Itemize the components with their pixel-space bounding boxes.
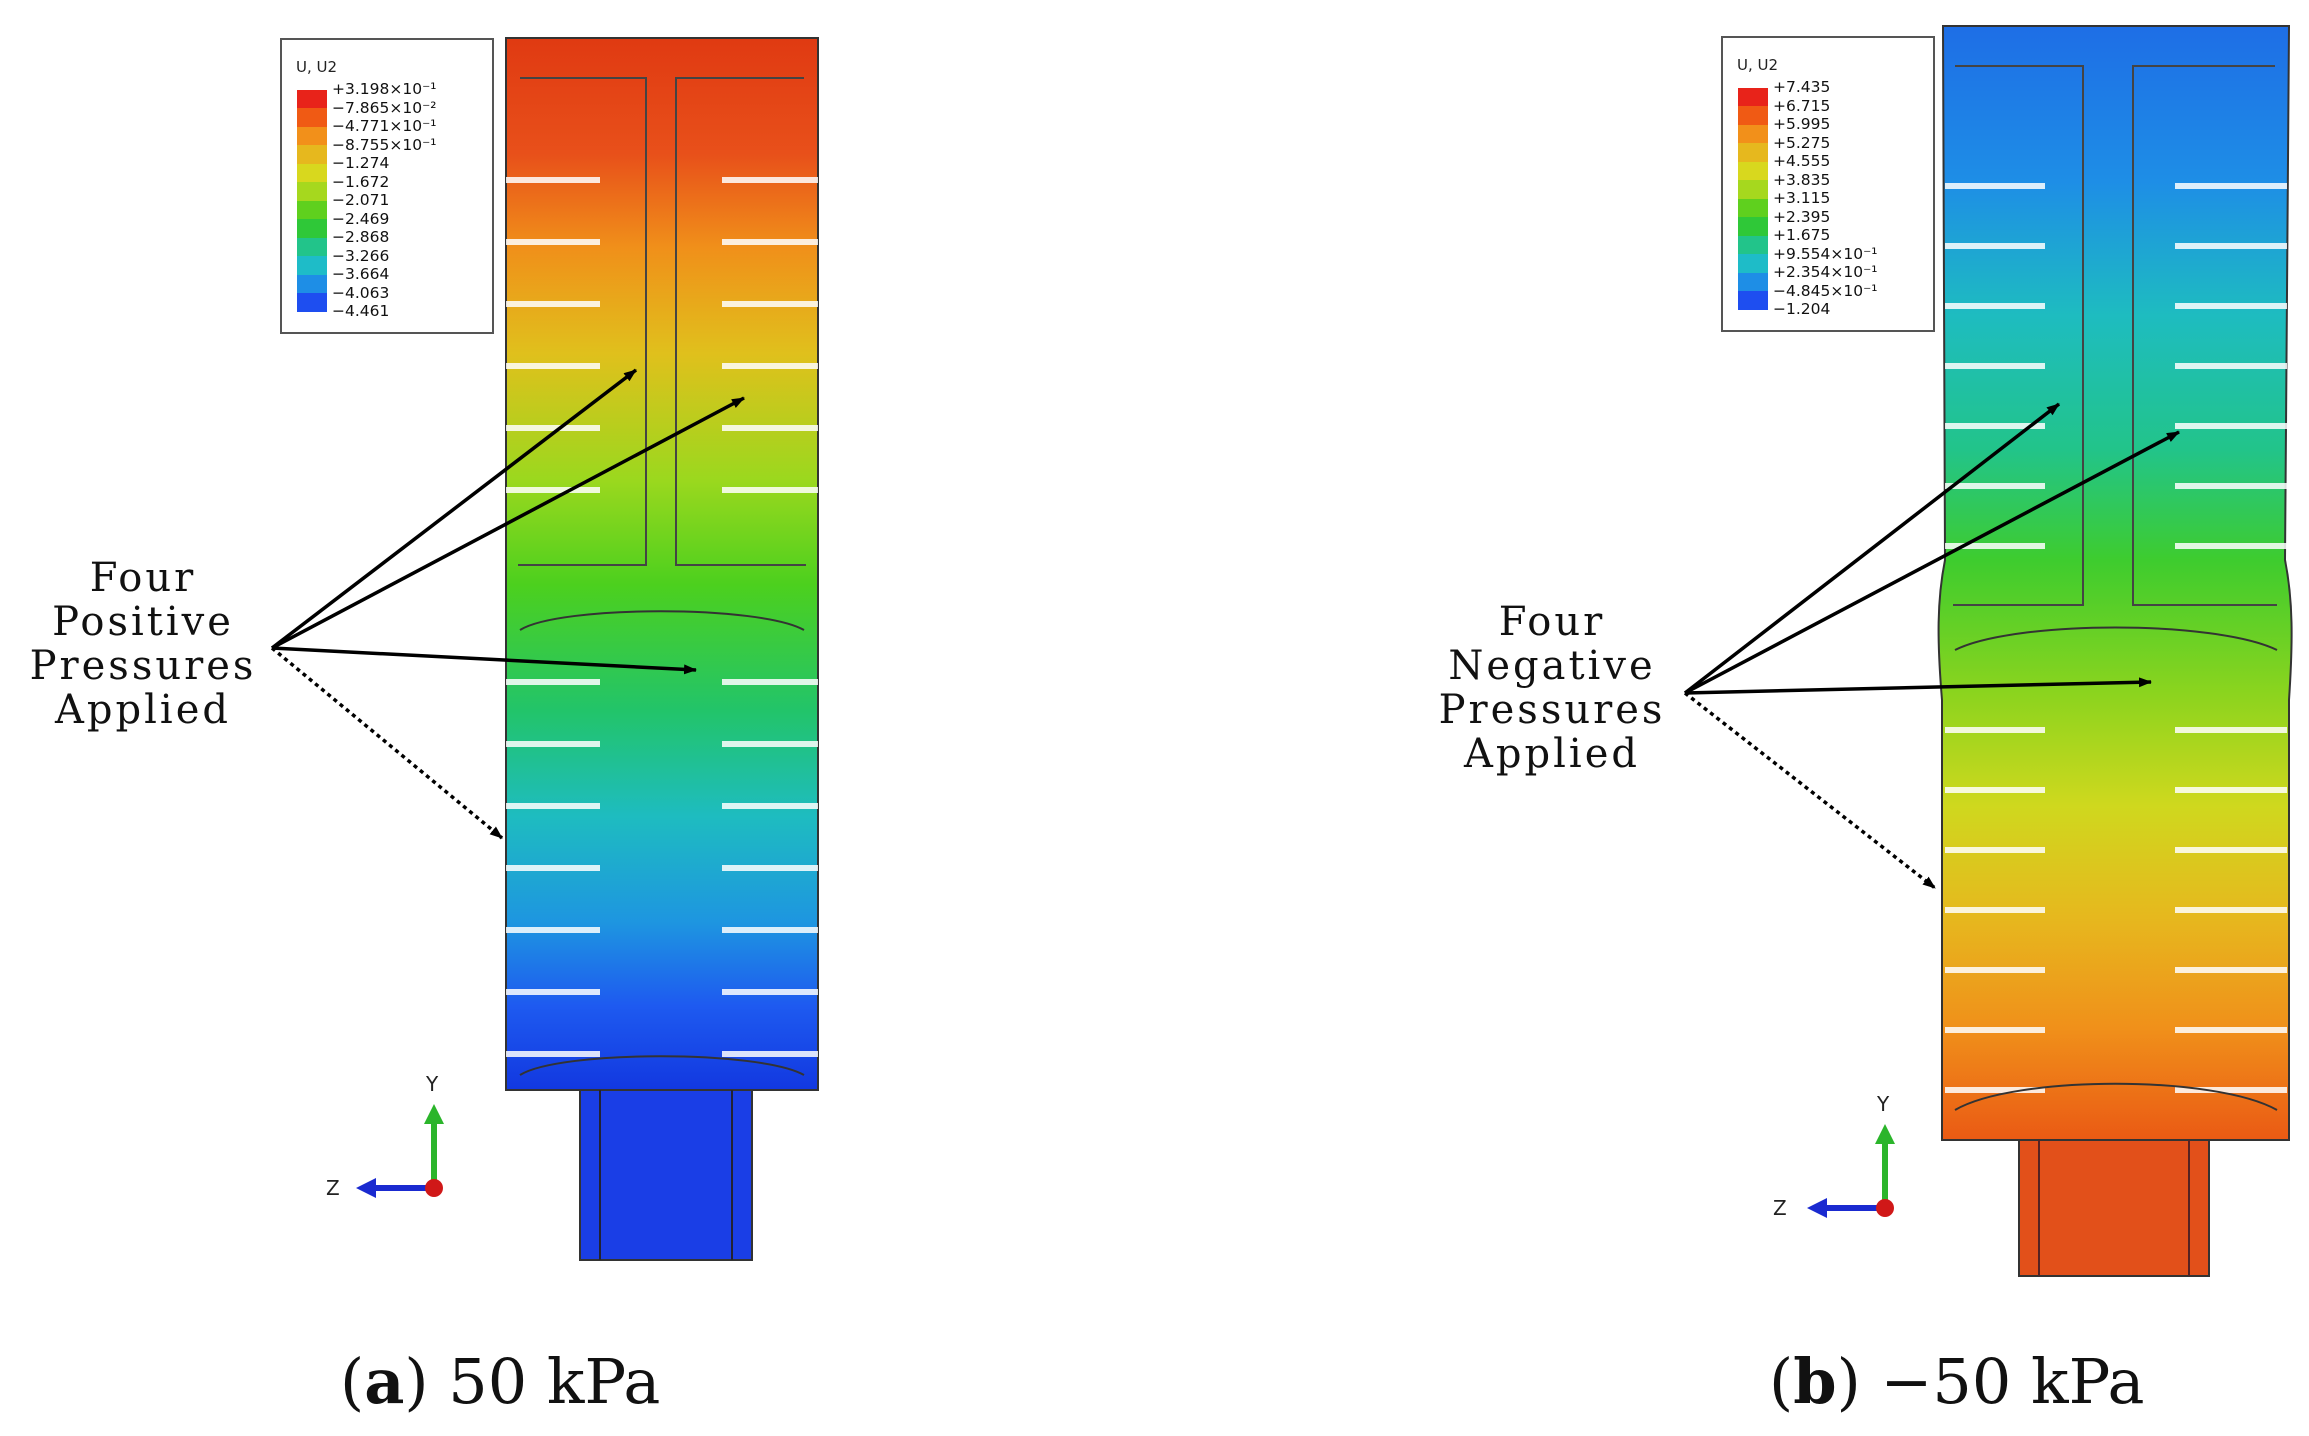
panel-a: U, U2 +3.198×10⁻¹ −7.865×10⁻² −4.771×10⁻… <box>0 0 1154 1436</box>
annotation-line: Applied <box>55 687 231 733</box>
legend-tick: +5.275 <box>1773 133 1831 152</box>
legend-ticks: +7.435 +6.715 +5.995 +5.275 +4.555 +3.83… <box>1773 78 1877 319</box>
actuator-base <box>2018 1139 2210 1277</box>
caption-letter: b <box>1793 1345 1837 1418</box>
legend-tick: +3.835 <box>1773 170 1831 189</box>
panel-b: U, U2 +7.435 +6.715 +5.995 +5.275 +4.555… <box>1155 0 2309 1436</box>
legend-tick: +7.435 <box>1773 78 1831 96</box>
legend-tick: +3.115 <box>1773 189 1831 207</box>
pressure-arrows <box>1683 402 2180 890</box>
legend-tick: −4.461 <box>332 302 390 320</box>
actuator-base <box>579 1089 753 1261</box>
z-axis-label: Z <box>326 1176 340 1200</box>
contour-legend: U, U2 +7.435 +6.715 +5.995 +5.275 +4.555… <box>1721 36 1935 332</box>
legend-tick: −4.845×10⁻¹ <box>1773 281 1878 300</box>
legend-tick: +2.354×10⁻¹ <box>1773 263 1878 281</box>
legend-tick: +9.554×10⁻¹ <box>1773 244 1878 263</box>
legend-tick: −2.469 <box>332 209 390 228</box>
actuator-diagram-a <box>270 37 819 1261</box>
legend-tick: −1.204 <box>1773 300 1831 318</box>
pressure-annotation: Four Negative Pressures Applied <box>1419 600 1685 776</box>
legend-tick: +2.395 <box>1773 207 1831 226</box>
contour-legend: U, U2 +3.198×10⁻¹ −7.865×10⁻² −4.771×10⁻… <box>280 38 494 334</box>
caption-letter: a <box>364 1345 405 1418</box>
legend-color-bar <box>1738 88 1768 310</box>
annotation-line: Four <box>1498 599 1606 645</box>
pressure-arrows <box>270 368 745 840</box>
legend-tick: +3.198×10⁻¹ <box>332 80 437 98</box>
caption-a: (a) 50 kPa <box>340 1345 661 1418</box>
legend-tick: +6.715 <box>1773 96 1831 115</box>
bellow-grooves <box>506 177 818 1057</box>
caption-text: 50 kPa <box>448 1345 661 1418</box>
legend-tick: −2.071 <box>332 191 390 209</box>
legend-tick: +1.675 <box>1773 226 1831 244</box>
legend-tick: +5.995 <box>1773 115 1831 133</box>
annotation-line: Four <box>89 555 197 601</box>
legend-title: U, U2 <box>1737 56 1779 74</box>
legend-tick: −3.266 <box>332 246 390 265</box>
annotation-line: Pressures <box>29 643 257 689</box>
bellow-folds <box>519 610 805 1076</box>
legend-tick: −4.771×10⁻¹ <box>332 117 437 135</box>
legend-title: U, U2 <box>296 58 338 76</box>
y-axis-label: Y <box>426 1072 439 1096</box>
actuator-diagram-b <box>1683 25 2293 1277</box>
annotation-line: Negative <box>1448 643 1656 689</box>
axis-origin-icon <box>425 1179 443 1197</box>
legend-ticks: +3.198×10⁻¹ −7.865×10⁻² −4.771×10⁻¹ −8.7… <box>332 80 436 321</box>
legend-tick: +4.555 <box>1773 152 1831 170</box>
coordinate-triad <box>1807 1124 1895 1218</box>
legend-tick: −7.865×10⁻² <box>332 98 437 117</box>
coordinate-triad <box>356 1104 444 1198</box>
legend-tick: −4.063 <box>332 283 390 302</box>
legend-tick: −1.274 <box>332 154 390 172</box>
annotation-line: Positive <box>52 599 234 645</box>
caption-text: −50 kPa <box>1880 1345 2145 1418</box>
axis-origin-icon <box>1876 1199 1894 1217</box>
caption-b: (b) −50 kPa <box>1769 1345 2145 1418</box>
legend-tick: −3.664 <box>332 265 390 283</box>
annotation-line: Pressures <box>1438 687 1666 733</box>
annotation-line: Applied <box>1464 731 1640 777</box>
bellow-grooves <box>1945 183 2287 1093</box>
pressure-annotation: Four Positive Pressures Applied <box>14 556 272 732</box>
legend-color-bar <box>297 90 327 312</box>
legend-tick: −1.672 <box>332 172 390 191</box>
legend-tick: −2.868 <box>332 228 390 246</box>
bellow-folds <box>1954 626 2278 1111</box>
z-axis-label: Z <box>1773 1196 1787 1220</box>
y-axis-label: Y <box>1877 1092 1890 1116</box>
legend-tick: −8.755×10⁻¹ <box>332 135 437 154</box>
